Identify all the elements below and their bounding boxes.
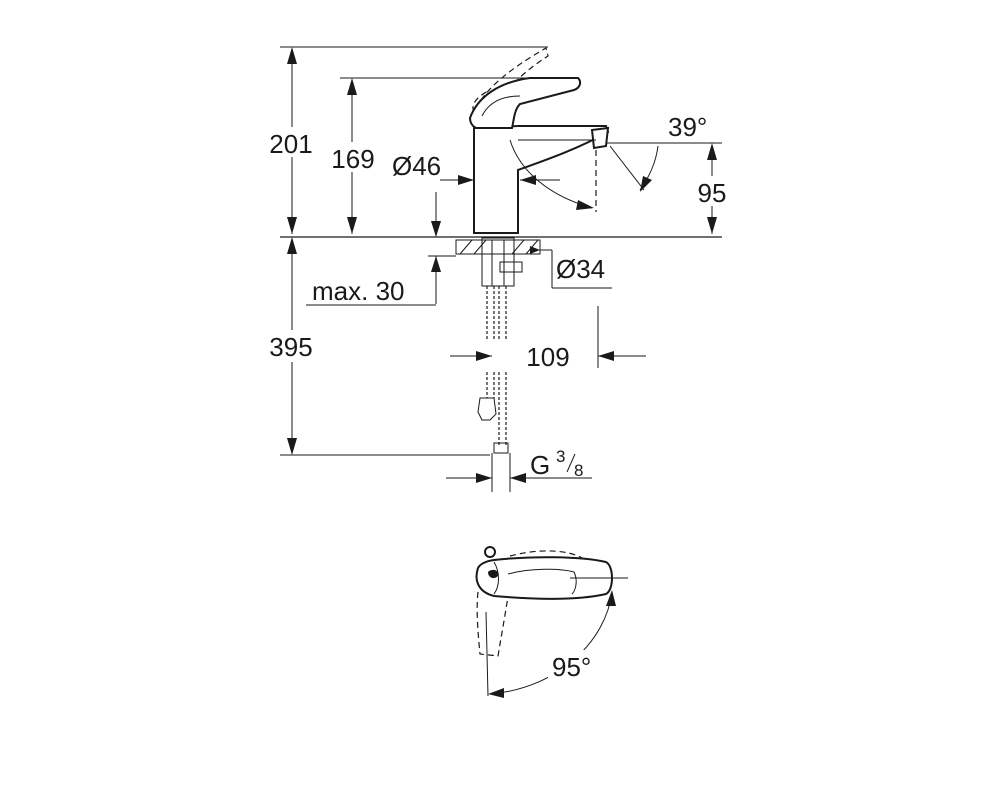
dim-thread-denominator: 8 (574, 461, 583, 480)
counter-section (455, 237, 541, 287)
dim-39-degree: 39° (609, 112, 707, 192)
dim-thread: G 3 8 (446, 447, 592, 483)
dim-395: 395 (262, 237, 320, 455)
dim-95-label: 95 (698, 178, 727, 208)
dim-d46-label: Ø46 (392, 151, 441, 181)
supply-hoses (477, 286, 511, 492)
plan-view: 95° (475, 546, 628, 698)
dim-max30: max. 30 (306, 192, 456, 306)
spout-outlet (590, 126, 610, 150)
lever-rotated-outline (476, 591, 509, 657)
dim-d46: Ø46 (392, 151, 474, 185)
lever-outline (468, 77, 582, 129)
plan-angle-label: 95° (552, 652, 591, 682)
dim-169-label: 169 (331, 144, 374, 174)
dim-d34-label: Ø34 (556, 254, 605, 284)
dim-95: 95 (690, 143, 734, 234)
dim-109: 109 (450, 306, 646, 372)
dim-109-label: 109 (526, 342, 569, 372)
dim-d34: Ø34 (530, 246, 612, 289)
side-elevation: 201 169 Ø46 (262, 46, 734, 492)
dim-201-label: 201 (269, 129, 312, 159)
dim-max30-label: max. 30 (312, 276, 405, 306)
dim-thread-letter: G (530, 450, 550, 480)
dim-thread-numerator: 3 (556, 447, 565, 466)
dim-201: 201 (262, 47, 320, 234)
plan-knob (484, 546, 496, 558)
dim-169: 169 (326, 78, 380, 234)
dim-395-label: 395 (269, 332, 312, 362)
hose-valve (477, 397, 497, 421)
dim-39-label: 39° (668, 112, 707, 142)
